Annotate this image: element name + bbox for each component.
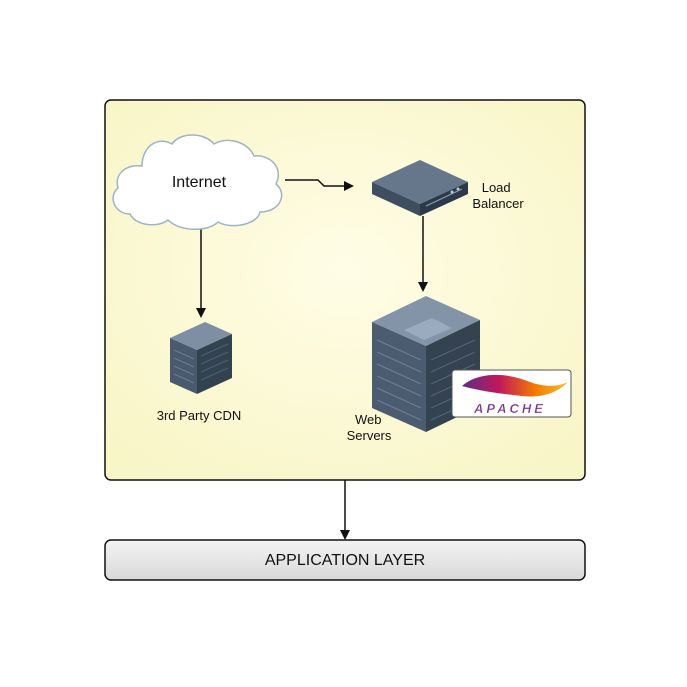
internet-cloud-icon bbox=[112, 134, 283, 230]
cdn-label: 3rd Party CDN bbox=[157, 408, 242, 423]
edge-internet-to-load-balancer bbox=[285, 179, 354, 191]
load-balancer-label-line1: Load bbox=[482, 180, 511, 195]
application-layer-label: APPLICATION LAYER bbox=[265, 552, 425, 569]
cdn-server-icon bbox=[170, 322, 232, 394]
apache-logo: APACHE bbox=[451, 369, 572, 418]
web-servers-label: Web Servers bbox=[347, 412, 392, 443]
internet-label: Internet bbox=[172, 174, 227, 191]
apache-logo-text: APACHE bbox=[473, 401, 546, 416]
load-balancer-label: Load Balancer bbox=[472, 180, 524, 211]
application-layer-box bbox=[104, 539, 586, 581]
load-balancer-label-line2: Balancer bbox=[472, 196, 524, 211]
apache-feather-icon bbox=[462, 374, 568, 397]
web-servers-label-line1: Web bbox=[355, 412, 382, 427]
web-servers-label-line2: Servers bbox=[347, 428, 392, 443]
load-balancer-icon bbox=[372, 160, 468, 216]
